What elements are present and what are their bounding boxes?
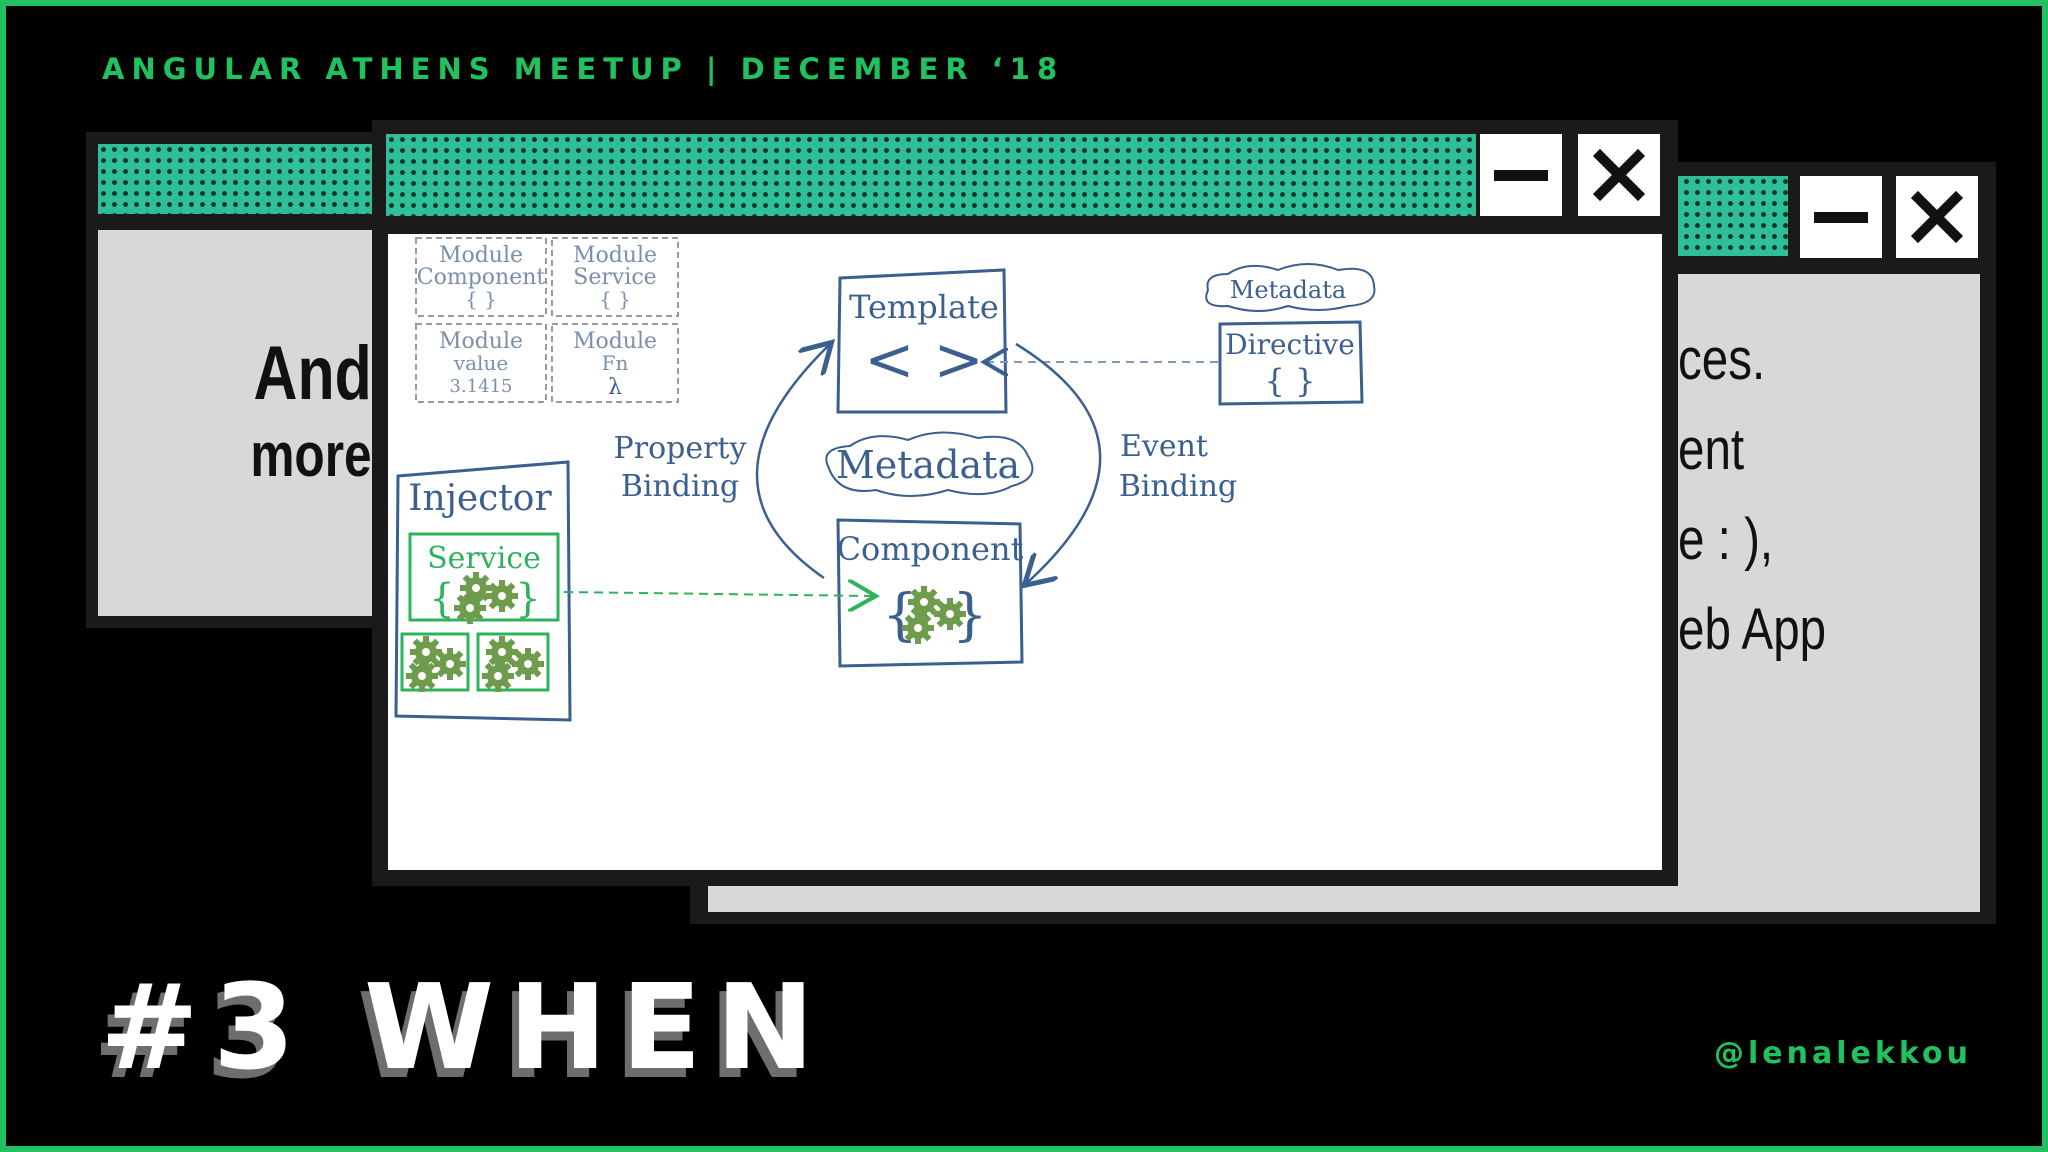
module-box-component: Module Component { } <box>415 237 547 317</box>
svg-text:Component: Component <box>837 530 1024 568</box>
close-icon <box>1910 190 1964 244</box>
close-icon <box>1592 148 1646 202</box>
svg-text:3.1415: 3.1415 <box>450 376 513 397</box>
back-left-titlebar <box>98 144 386 214</box>
front-window: Module Component { } Module Service { } … <box>372 120 1678 886</box>
event-binding-label-1: Event <box>1120 429 1208 464</box>
svg-text:Directive: Directive <box>1225 328 1355 361</box>
svg-text:Component: Component <box>417 265 546 290</box>
svg-text:{ }: { } <box>1265 362 1316 400</box>
back-right-close-button[interactable] <box>1896 176 1978 258</box>
svg-text:Service: Service <box>427 541 541 576</box>
svg-text:Module: Module <box>439 329 523 354</box>
back-right-line-2: ent <box>1678 417 1745 482</box>
gear-icon <box>434 648 466 680</box>
diagram-canvas: Module Component { } Module Service { } … <box>394 237 1376 722</box>
back-right-line-1: ces. <box>1678 327 1766 392</box>
metadata-cloud-directive: Metadata <box>1205 263 1376 312</box>
gear-icon <box>482 660 514 692</box>
front-close-button[interactable] <box>1578 134 1660 216</box>
injector-box: Injector Service { } <box>394 460 572 722</box>
metadata-cloud-center: Metadata <box>825 431 1034 497</box>
speaker-handle: @lenalekkou <box>1714 1036 1972 1071</box>
svg-text:value: value <box>453 351 508 375</box>
front-titlebar <box>386 134 1476 216</box>
module-box-value: Module value 3.1415 <box>415 323 547 403</box>
back-right-line-3: e : ), <box>1678 507 1774 572</box>
svg-text:Fn: Fn <box>602 351 629 375</box>
module-box-service: Module Service { } <box>551 237 679 317</box>
minimize-icon <box>1814 211 1868 223</box>
event-binding-arrow <box>1015 342 1102 582</box>
back-left-line-1: And <box>253 331 372 416</box>
gear-icon <box>454 592 486 624</box>
back-right-line-4: eb App <box>1678 597 1827 662</box>
svg-text:}: } <box>515 576 540 622</box>
back-right-minimize-button[interactable] <box>1800 176 1882 258</box>
component-box: Component { } <box>836 518 1024 668</box>
svg-text:Metadata: Metadata <box>1230 276 1346 304</box>
architecture-diagram: Module Component { } Module Service { } … <box>388 234 1662 870</box>
template-box: Template < > <box>836 268 1008 414</box>
property-binding-arrow <box>755 346 828 580</box>
slide-header: ANGULAR ATHENS MEETUP | DECEMBER ‘18 <box>102 52 1065 86</box>
back-left-window: And more <box>86 132 386 628</box>
svg-text:Injector: Injector <box>408 478 552 519</box>
svg-text:{: { <box>429 576 454 622</box>
property-binding-label-2: Binding <box>621 469 739 504</box>
svg-text:{ }: { } <box>599 287 631 311</box>
svg-text:Module: Module <box>573 329 657 354</box>
back-left-content: And more <box>98 230 386 616</box>
svg-text:Template: Template <box>849 288 999 326</box>
service-to-component-arrow <box>563 592 872 596</box>
section-title: #3 WHEN <box>100 958 829 1096</box>
svg-text:λ: λ <box>608 375 622 400</box>
svg-text:Service: Service <box>573 265 656 290</box>
gear-icon <box>406 660 438 692</box>
minimize-icon <box>1494 169 1548 181</box>
front-minimize-button[interactable] <box>1480 134 1562 216</box>
module-box-fn: Module Fn λ <box>551 323 679 403</box>
back-left-line-2: more <box>250 421 372 490</box>
gear-icon <box>902 612 934 644</box>
svg-text:Metadata: Metadata <box>836 443 1020 487</box>
property-binding-label-1: Property <box>614 431 747 466</box>
svg-text:{ }: { } <box>465 287 497 311</box>
svg-text:< >: < > <box>864 325 984 395</box>
directive-box: Directive { } <box>1218 320 1364 406</box>
svg-text:Module: Module <box>439 243 523 268</box>
gear-icon <box>486 580 518 612</box>
event-binding-label-2: Binding <box>1119 469 1237 504</box>
gear-icon <box>512 648 544 680</box>
svg-text:Module: Module <box>573 243 657 268</box>
gear-icon <box>934 598 966 630</box>
